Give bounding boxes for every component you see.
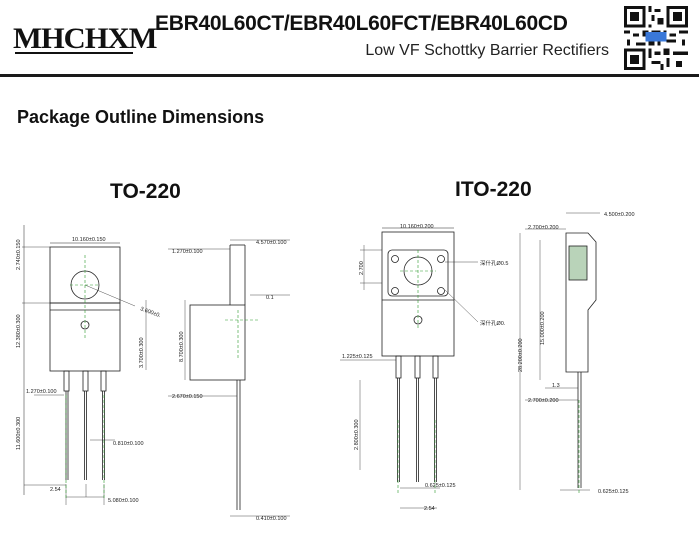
ito220-side-depth-label: 4.500±0.200	[604, 212, 635, 218]
ito220-side-body-label: 15.000±0.200	[540, 311, 546, 345]
ito220-side-view	[519, 212, 600, 491]
ito220-side-top-label: 2.700±0.200	[528, 225, 559, 231]
ito220-tab-height-label: 2.700	[359, 261, 365, 275]
ito220-hole2-label: 深什孔Ø0.	[480, 319, 506, 327]
to220-front-view	[22, 225, 147, 505]
to220-width-label: 10.160±0.150	[72, 237, 106, 243]
ito220-pitch-label: 2.54	[424, 506, 435, 512]
to220-side-view	[168, 239, 290, 517]
to220-side-gap-label: 0.1	[266, 295, 274, 301]
logo-text: MHCHXM	[13, 22, 157, 55]
ito220-lead-length-label: 2.800±0.300	[354, 419, 360, 450]
to220-title: TO-220	[110, 180, 181, 203]
to220-side-lead-label: 0.410±0.100	[256, 516, 287, 522]
to220-side-base-label: 2.670±0.150	[172, 394, 203, 400]
section-title: Package Outline Dimensions	[17, 107, 265, 127]
ito220-side-lead-label: 0.625±0.125	[598, 489, 629, 495]
ito220-front-view	[340, 227, 479, 509]
ito220-lead-width-label: 0.625±0.125	[425, 483, 456, 489]
to220-tab-height-label: 2.740±0.150	[16, 239, 22, 270]
to220-side-depth-label: 4.570±0.100	[256, 240, 287, 246]
ito220-title: ITO-220	[455, 178, 532, 201]
to220-side-top-label: 1.270±0.100	[172, 249, 203, 255]
to220-tab-hole-offset-label: 3.700±0.300	[139, 337, 145, 368]
product-subtitle: Low VF Schottky Barrier Rectifiers	[365, 42, 609, 59]
logo-underline	[15, 52, 133, 54]
ito220-lead-top-label: 1.225±0.125	[342, 354, 373, 360]
to220-body-height-label: 12.380±0.300	[16, 314, 22, 348]
ito220-hole1-label: 深什孔Ø0.5	[480, 259, 508, 267]
header-divider	[0, 74, 699, 77]
to220-span-label: 5.080±0.100	[108, 498, 139, 504]
qr-code-icon	[624, 6, 688, 70]
to220-side-body-label: 8.700±0.300	[179, 331, 185, 362]
to220-lead-pitch-top-label: 1.270±0.100	[26, 389, 57, 395]
company-logo: MHCHXM	[13, 22, 157, 66]
ito220-side-total-label: 28.200±0.200	[518, 338, 524, 372]
to220-lead-width-label: 0.810±0.100	[113, 441, 144, 447]
ito220-width-label: 10.160±0.200	[400, 224, 434, 230]
part-numbers-title: EBR40L60CT/EBR40L60FCT/EBR40L60CD	[155, 12, 568, 35]
to220-lead-length-label: 11.600±0.300	[16, 417, 22, 450]
ito220-side-base-label: 2.700±0.200	[528, 398, 559, 404]
to220-pitch-label: 2.54	[50, 487, 61, 493]
ito220-side-step-label: 1.3	[552, 383, 560, 389]
to220-hole-label: 3.600±0.	[139, 306, 162, 319]
